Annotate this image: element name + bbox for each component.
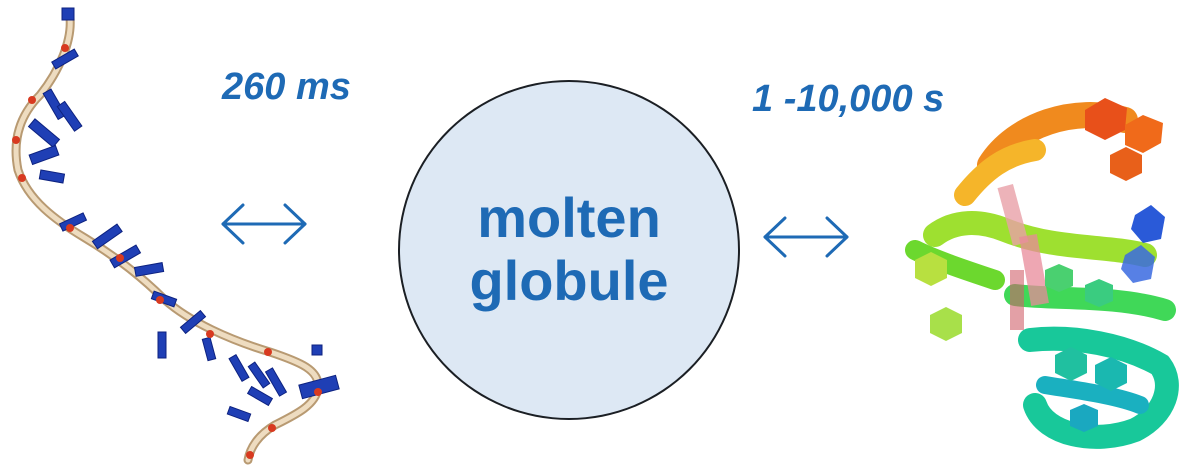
rna-phosphates <box>12 44 322 459</box>
fast-transition-time-label: 260 ms <box>222 66 351 108</box>
molten-globule-state: molten globule <box>398 80 740 420</box>
ribbon-bases <box>915 98 1165 432</box>
unfolded-rna-molecule <box>11 7 340 465</box>
rna-bases <box>27 7 340 423</box>
folded-rna-molecule <box>905 98 1179 449</box>
globule-label-line1: molten <box>477 186 661 250</box>
rna-backbone <box>11 13 323 465</box>
double-arrow-icon <box>763 216 849 258</box>
double-arrow-icon <box>221 203 307 245</box>
slow-transition-time-label: 1 -10,000 s <box>752 78 945 120</box>
globule-label-line2: globule <box>469 249 669 312</box>
